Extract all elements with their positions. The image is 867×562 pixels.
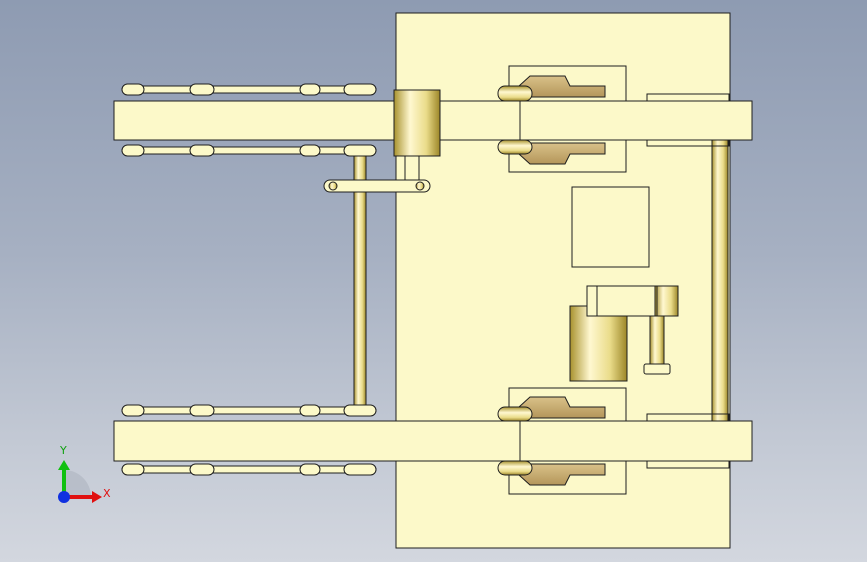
bottom-slide-block-upper[interactable] xyxy=(518,396,606,419)
bottom-slide-block-lower[interactable] xyxy=(518,463,606,486)
bottom-chain-lower[interactable] xyxy=(121,465,377,474)
top-slide-block-lower[interactable] xyxy=(518,142,606,165)
drive-cylinder[interactable] xyxy=(393,89,441,157)
bottom-roller-upper xyxy=(497,406,533,422)
center-plate[interactable] xyxy=(571,186,650,268)
axis-x-label: X xyxy=(103,487,111,500)
bottom-chain-upper[interactable] xyxy=(121,406,377,415)
coordinate-triad-icon: Y X xyxy=(58,444,111,503)
lever-pin-right xyxy=(415,181,425,191)
drive-shaft[interactable] xyxy=(404,155,420,182)
top-slide-block-upper[interactable] xyxy=(518,75,606,98)
lever-arm[interactable] xyxy=(323,179,431,193)
top-chain-upper[interactable] xyxy=(121,85,377,94)
actuator-end-cap[interactable] xyxy=(654,285,679,317)
actuator-arm[interactable] xyxy=(596,285,658,317)
actuator-rod-tip[interactable] xyxy=(643,363,671,375)
top-roller-lower xyxy=(497,139,533,155)
bottom-roller-lower xyxy=(497,460,533,476)
chain-pins xyxy=(121,83,377,476)
bottom-arm[interactable] xyxy=(113,420,753,462)
axis-y-label: Y xyxy=(59,444,67,457)
lever-pin-left xyxy=(328,181,338,191)
right-guide-rod[interactable] xyxy=(711,137,729,425)
top-roller-upper xyxy=(497,85,533,102)
actuator-rod[interactable] xyxy=(649,315,665,367)
top-chain-lower[interactable] xyxy=(121,146,377,155)
actuator-body[interactable] xyxy=(569,305,628,382)
